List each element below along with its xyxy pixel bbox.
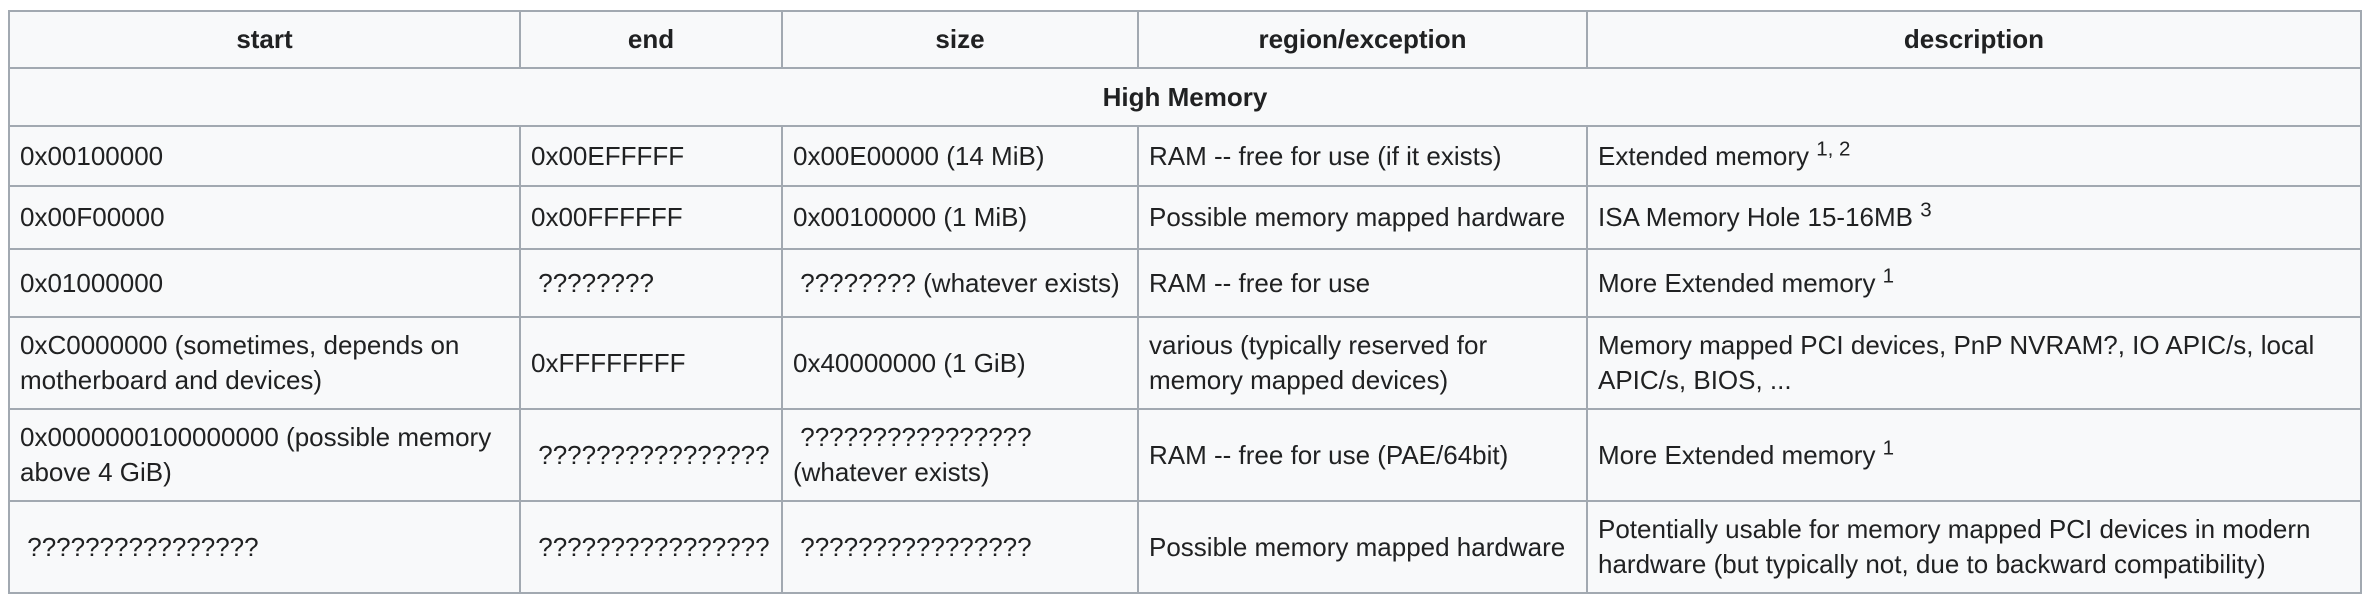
table-row: 0x01000000 ???????? ???????? (whatever e…: [8, 248, 2362, 318]
description-text: Extended memory: [1598, 140, 1817, 171]
footnote-ref: 1: [1882, 263, 1895, 287]
cell-size: 0x40000000 (1 GiB): [781, 316, 1139, 410]
cell-start: 0xC0000000 (sometimes, depends on mother…: [8, 316, 521, 410]
section-row: High Memory: [8, 67, 2362, 127]
cell-end: ????????????????: [519, 500, 783, 594]
cell-start: 0x01000000: [8, 248, 521, 318]
col-header-description: description: [1586, 10, 2362, 69]
table-row: 0x00F00000 0x00FFFFFF 0x00100000 (1 MiB)…: [8, 185, 2362, 250]
cell-region: RAM -- free for use (PAE/64bit): [1137, 408, 1588, 502]
cell-region: RAM -- free for use: [1137, 248, 1588, 318]
table-row: 0x0000000100000000 (possible memory abov…: [8, 408, 2362, 502]
cell-start: ????????????????: [8, 500, 521, 594]
description-text: ISA Memory Hole 15-16MB: [1598, 202, 1921, 232]
cell-region: various (typically reserved for memory m…: [1137, 316, 1588, 410]
cell-description: More Extended memory 1: [1586, 408, 2362, 502]
cell-region: RAM -- free for use (if it exists): [1137, 125, 1588, 187]
cell-end: 0x00FFFFFF: [519, 185, 783, 250]
cell-end: ????????: [519, 248, 783, 318]
cell-description: ISA Memory Hole 15-16MB 3: [1586, 185, 2362, 250]
cell-start: 0x00100000: [8, 125, 521, 187]
cell-description: Potentially usable for memory mapped PCI…: [1586, 500, 2362, 594]
cell-start: 0x00F00000: [8, 185, 521, 250]
cell-size: ???????? (whatever exists): [781, 248, 1139, 318]
cell-size: ????????????????: [781, 500, 1139, 594]
footnote-ref: 1, 2: [1816, 136, 1851, 160]
table-row: ???????????????? ???????????????? ??????…: [8, 500, 2362, 594]
cell-description: Extended memory 1, 2: [1586, 125, 2362, 187]
col-header-start: start: [8, 10, 521, 69]
cell-end: 0x00EFFFFF: [519, 125, 783, 187]
footnote-ref: 3: [1920, 198, 1932, 222]
table-row: 0x00100000 0x00EFFFFF 0x00E00000 (14 MiB…: [8, 125, 2362, 187]
cell-size: 0x00E00000 (14 MiB): [781, 125, 1139, 187]
table-row: 0xC0000000 (sometimes, depends on mother…: [8, 316, 2362, 410]
section-title-high-memory: High Memory: [8, 67, 2362, 127]
cell-region: Possible memory mapped hardware: [1137, 500, 1588, 594]
footnote-ref: 1: [1882, 435, 1895, 459]
cell-description: Memory mapped PCI devices, PnP NVRAM?, I…: [1586, 316, 2362, 410]
description-text: More Extended memory: [1598, 439, 1883, 470]
cell-size: 0x00100000 (1 MiB): [781, 185, 1139, 250]
cell-description: More Extended memory 1: [1586, 248, 2362, 318]
cell-start: 0x0000000100000000 (possible memory abov…: [8, 408, 521, 502]
cell-end: 0xFFFFFFFF: [519, 316, 783, 410]
cell-end: ????????????????: [519, 408, 783, 502]
description-text: Potentially usable for memory mapped PCI…: [1598, 514, 2318, 579]
description-text: Memory mapped PCI devices, PnP NVRAM?, I…: [1598, 330, 2321, 395]
col-header-size: size: [781, 10, 1139, 69]
description-text: More Extended memory: [1598, 267, 1883, 298]
cell-region: Possible memory mapped hardware: [1137, 185, 1588, 250]
header-row: start end size region/exception descript…: [8, 10, 2362, 69]
col-header-region: region/exception: [1137, 10, 1588, 69]
col-header-end: end: [519, 10, 783, 69]
memory-map-table: start end size region/exception descript…: [8, 10, 2362, 594]
cell-size: ???????????????? (whatever exists): [781, 408, 1139, 502]
